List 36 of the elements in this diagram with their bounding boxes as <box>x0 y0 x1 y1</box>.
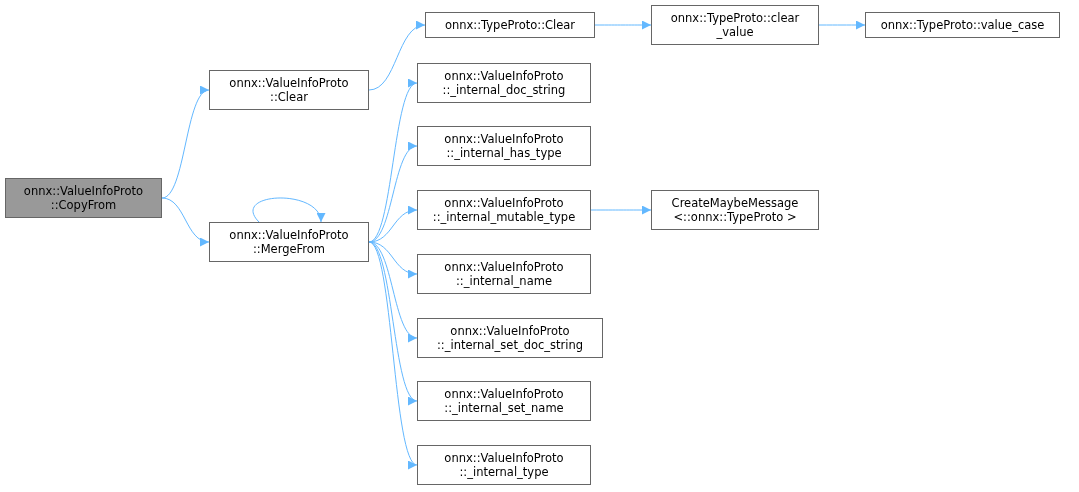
function-box <box>651 5 819 45</box>
function-name: CreateMaybeMessage <::onnx::TypeProto > <box>670 196 800 224</box>
function-name: onnx::TypeProto::value_case <box>880 18 1045 32</box>
function-box <box>865 12 1060 38</box>
function-name: onnx::TypeProto::Clear <box>444 18 576 32</box>
arrow <box>161 89 210 199</box>
function-name: onnx::TypeProto::clear _value <box>669 11 801 39</box>
function-box <box>209 70 369 110</box>
function-name: onnx::ValueInfoProto ::_internal_name <box>443 260 565 288</box>
function-box <box>417 445 591 485</box>
function-name: onnx::ValueInfoProto ::_internal_type <box>443 451 565 479</box>
function-box <box>5 178 162 218</box>
function-box <box>417 318 603 358</box>
function-name: onnx::ValueInfoProto ::_internal_set_doc_string <box>435 324 585 352</box>
arrow <box>368 22 426 91</box>
arrow <box>818 20 866 30</box>
arrow <box>161 197 210 245</box>
function-box <box>651 190 819 230</box>
arrow <box>590 205 652 215</box>
arrow <box>252 197 324 223</box>
function-name: onnx::ValueInfoProto ::_internal_doc_string <box>441 69 567 97</box>
function-box <box>417 381 591 421</box>
function-box <box>417 126 591 166</box>
function-name: onnx::ValueInfoProto ::Clear <box>228 76 350 104</box>
function-name: onnx::ValueInfoProto ::CopyFrom <box>22 184 145 212</box>
function-box <box>417 63 591 103</box>
function-box <box>417 254 591 294</box>
function-name: onnx::ValueInfoProto ::MergeFrom <box>228 228 350 256</box>
arrow <box>368 241 418 466</box>
function-box <box>425 12 595 38</box>
function-name: onnx::ValueInfoProto ::_internal_set_name <box>443 387 565 415</box>
function-name: onnx::ValueInfoProto ::_internal_has_type <box>443 132 565 160</box>
function-name: onnx::ValueInfoProto ::_internal_mutable_type <box>431 196 577 224</box>
arrow <box>594 20 652 30</box>
function-box <box>209 222 369 262</box>
function-box <box>417 190 591 230</box>
